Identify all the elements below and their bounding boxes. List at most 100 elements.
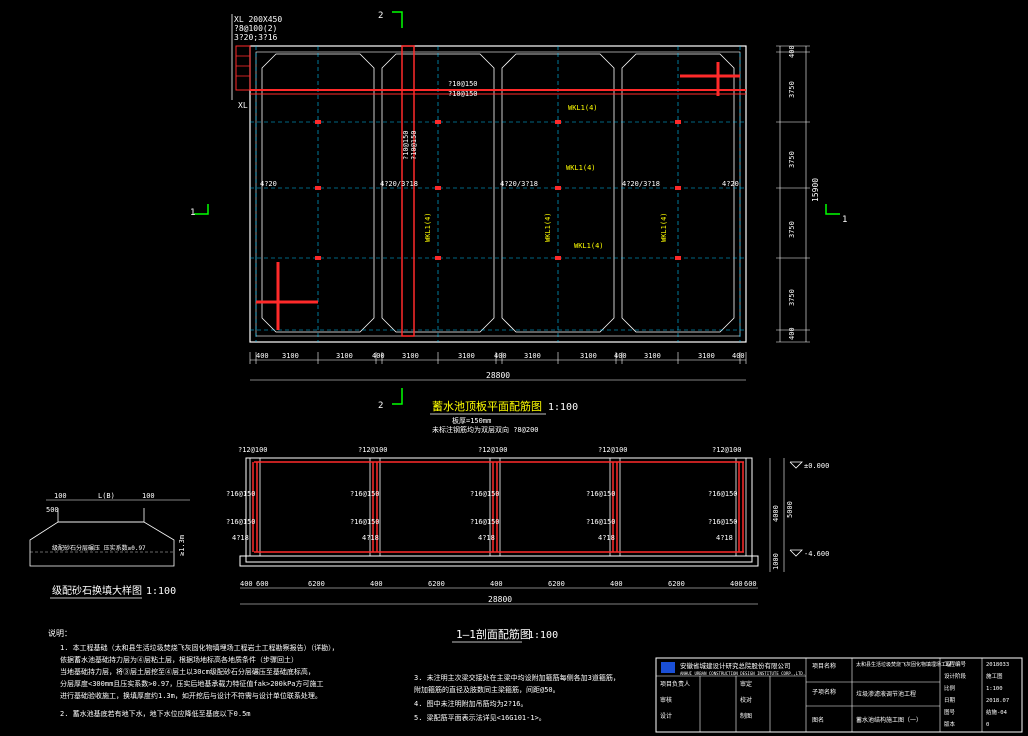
detail-title: 级配砂石换填大样图 bbox=[52, 584, 142, 597]
tb-right-label-1: 工程编号 bbox=[944, 660, 967, 668]
section-view: ?12@100 ?12@100 ?12@100 ?12@100 ?12@100 … bbox=[226, 446, 829, 643]
tb-left-3: 审核 bbox=[660, 696, 672, 704]
detail-dim-right: 100 bbox=[142, 492, 155, 500]
section-title: 1—1剖面配筋图 bbox=[456, 627, 531, 641]
slab-label-5: WKL1(4) bbox=[660, 212, 668, 242]
tb-sub-label: 子项名称 bbox=[812, 688, 836, 696]
tb-left-2: 审定 bbox=[740, 680, 752, 688]
plan-node-7 bbox=[555, 120, 561, 124]
tb-right-value-4: 2018.07 bbox=[986, 698, 1009, 704]
sec-wall-7: ?16@150 bbox=[350, 518, 380, 526]
sec-wall-1: ?16@150 bbox=[226, 490, 256, 498]
detail-view: 100 L(B) 100 500 级配砂石分层碾压 压实系数≥0.97 ≥1.3… bbox=[29, 492, 190, 599]
sec-corner-5: 4?18 bbox=[716, 534, 733, 542]
sec-wall-5: ?16@150 bbox=[708, 490, 738, 498]
beam-label-3: ?10@150 bbox=[402, 130, 410, 160]
slab-label-1: WKL1(4) bbox=[568, 104, 598, 112]
plan-title: 蓄水池顶板平面配筋图 bbox=[432, 399, 542, 413]
plan-node-9 bbox=[555, 256, 561, 260]
sec-dim-r-2: 1000 bbox=[772, 553, 780, 570]
section-scale: 1:100 bbox=[528, 630, 558, 641]
slab-label-6: WKL1(4) bbox=[566, 164, 596, 172]
elev-top: ±0.000 bbox=[804, 462, 829, 470]
section-mark-1-right: 1 bbox=[842, 215, 847, 225]
xl-label: XL bbox=[238, 101, 248, 110]
plan-node-5 bbox=[435, 186, 441, 190]
section-wall-2 bbox=[369, 457, 381, 557]
beam-label-2: ?10@150 bbox=[448, 90, 478, 98]
sec-dim-b-3: 6200 bbox=[308, 580, 325, 588]
dim-b-10: 400 bbox=[614, 352, 627, 360]
section-mark-2-top: 2 bbox=[378, 11, 383, 21]
slab-label-2: WKL1(4) bbox=[424, 212, 432, 242]
sec-top-2: ?12@100 bbox=[358, 446, 388, 454]
dim-b-3: 3100 bbox=[336, 352, 353, 360]
sec-wall-8: ?16@150 bbox=[470, 518, 500, 526]
sec-dim-b-total: 28800 bbox=[488, 595, 512, 604]
grid-label-2: 4?20/3?18 bbox=[380, 180, 418, 188]
plan-node-2 bbox=[315, 186, 321, 190]
plan-node-1 bbox=[315, 120, 321, 124]
company-name-en: ANHUI URBAN CONSTRUCTION DESIGN INSTITUT… bbox=[680, 671, 805, 676]
detail-note: 级配砂石分层碾压 压实系数≥0.97 bbox=[52, 544, 146, 552]
plan-rebar-nodes bbox=[315, 120, 681, 260]
tb-right-value-2: 施工图 bbox=[986, 672, 1003, 680]
section-wall-4 bbox=[609, 457, 621, 557]
grid-label-1: 4?20 bbox=[260, 180, 277, 188]
section-outline bbox=[245, 457, 753, 563]
sec-wall-3: ?16@150 bbox=[470, 490, 500, 498]
dim-b-6: 3100 bbox=[458, 352, 475, 360]
section-labels: ?12@100 ?12@100 ?12@100 ?12@100 ?12@100 … bbox=[226, 446, 742, 542]
plan-top-note: XL 200X450 ?8@100(2) 3?20;3?16 XL bbox=[231, 14, 282, 110]
sec-dim-b-8: 400 bbox=[610, 580, 623, 588]
dim-b-2: 3100 bbox=[282, 352, 299, 360]
tb-drawing-label: 图名 bbox=[812, 716, 824, 724]
elev-bottom: -4.600 bbox=[804, 550, 829, 558]
sec-top-5: ?12@100 bbox=[712, 446, 742, 454]
sec-wall-2: ?16@150 bbox=[350, 490, 380, 498]
plan-outer-wall bbox=[249, 45, 747, 343]
plan-view: XL 200X450 ?8@100(2) 3?20;3?16 XL ?10@15… bbox=[190, 11, 847, 434]
detail-scale: 1:100 bbox=[146, 586, 176, 597]
company-name: 安徽省城建设计研究总院股份有限公司 bbox=[680, 661, 791, 670]
tb-right-value-1: 2018033 bbox=[986, 662, 1009, 668]
detail-dim-left: 100 bbox=[54, 492, 67, 500]
tb-right-value-5: 结施-04 bbox=[986, 708, 1008, 716]
plan-node-6 bbox=[435, 256, 441, 260]
sec-dim-r-1: 4000 bbox=[772, 505, 780, 522]
sec-corner-1: 4?18 bbox=[232, 534, 249, 542]
company-logo-icon bbox=[661, 662, 675, 673]
grid-label-5: 4?20 bbox=[722, 180, 739, 188]
note-item-4: 分层厚度<300mm且压实系数>0.97，压实后地基承载力特征值fak>200k… bbox=[60, 679, 324, 688]
note-right-2: 附加箍筋的直径及肢数同主梁箍筋，间距@50。 bbox=[414, 685, 560, 694]
tb-right-label-6: 版本 bbox=[944, 720, 956, 728]
section-base-slab bbox=[239, 555, 759, 567]
section-elevations: ±0.000 -4.600 4000 1000 5000 bbox=[769, 458, 829, 572]
plan-node-11 bbox=[675, 186, 681, 190]
sec-top-3: ?12@100 bbox=[478, 446, 508, 454]
sec-corner-4: 4?18 bbox=[598, 534, 615, 542]
tb-left-1: 项目负责人 bbox=[660, 680, 690, 688]
sec-top-1: ?12@100 bbox=[238, 446, 268, 454]
sec-dim-b-6: 400 bbox=[490, 580, 503, 588]
note-item-1: 1. 本工程基础（太和县生活垃圾焚烧飞灰固化物填埋场工程岩土工程勘察报告）（详勘… bbox=[60, 643, 339, 652]
plan-compartments bbox=[261, 53, 735, 333]
sec-dim-b-7: 6200 bbox=[548, 580, 565, 588]
tb-right-label-4: 日期 bbox=[944, 697, 956, 704]
plan-compartment-4 bbox=[621, 53, 735, 333]
tb-left-6: 制图 bbox=[740, 712, 752, 720]
plan-node-12 bbox=[675, 256, 681, 260]
grid-label-4: 4?20/3?18 bbox=[622, 180, 660, 188]
tb-right-label-3: 比例 bbox=[944, 684, 956, 692]
slab-label-3: WKL1(4) bbox=[544, 212, 552, 242]
plan-scale: 1:100 bbox=[548, 402, 578, 413]
tb-project-name: 太和县生活垃圾焚烧飞灰固化物填埋场工程 bbox=[856, 661, 951, 668]
section-markers: 2 2 1 1 bbox=[190, 11, 847, 411]
sec-dim-b-11: 600 bbox=[744, 580, 757, 588]
tb-right-label-5: 图号 bbox=[944, 708, 956, 716]
tb-project-label: 项目名称 bbox=[812, 662, 836, 670]
dim-b-total: 28800 bbox=[486, 371, 510, 380]
sec-dim-r-total: 5000 bbox=[786, 501, 794, 518]
note-line-1: XL 200X450 bbox=[234, 15, 282, 24]
tb-drawing-name: 蓄水池结构施工图（一） bbox=[856, 716, 922, 724]
